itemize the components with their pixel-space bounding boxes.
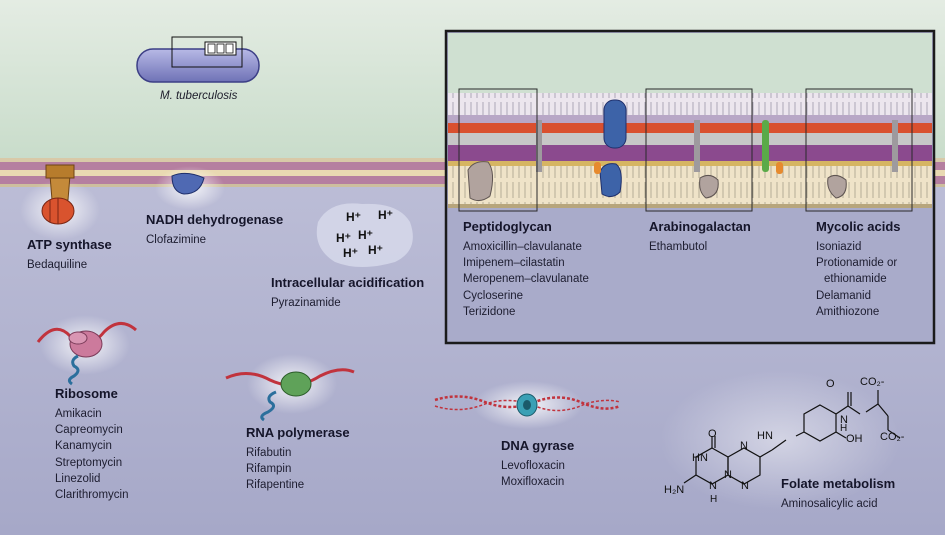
drug-item: Clofazimine: [146, 234, 207, 246]
drug-item: Rifapentine: [246, 479, 305, 492]
nadh-title: NADH dehydrogenase: [146, 212, 284, 227]
chem-co2-top: CO₂-: [860, 376, 885, 388]
drug-item: Terizidone: [463, 305, 516, 318]
chem-n-a: N: [740, 440, 748, 452]
acidification-drugs: Pyrazinamide: [271, 295, 341, 311]
chem-h-amide: H: [840, 423, 848, 434]
chem-n-ring-right: N: [724, 469, 732, 481]
drug-item: Clarithromycin: [55, 489, 129, 502]
folate-title: Folate metabolism: [781, 476, 896, 491]
chem-h2n: H₂N: [664, 484, 685, 496]
mycolic-drugs: Isoniazid Protionamide or ethionamide De…: [816, 239, 897, 320]
rnap-drugs: Rifabutin Rifampin Rifapentine: [246, 445, 304, 494]
gyrase-title: DNA gyrase: [501, 438, 575, 453]
h-ion: H⁺: [343, 246, 358, 260]
drug-item: Rifampin: [246, 463, 292, 476]
drug-item: Cycloserine: [463, 289, 524, 302]
folate-drugs: Aminosalicylic acid: [781, 496, 878, 512]
drug-item: Amikacin: [55, 408, 102, 420]
arabinogalactan-drugs: Ethambutol: [649, 239, 707, 255]
chem-hn-linker: HN: [757, 430, 773, 442]
mycolic-highlight: [805, 88, 913, 212]
arabinogalactan-title: Arabinogalactan: [649, 219, 751, 234]
ribosome-title: Ribosome: [55, 386, 118, 401]
atp-synthase-icon: [20, 164, 100, 240]
folate-glow: [660, 370, 900, 510]
h-ion: H⁺: [336, 231, 351, 245]
drug-item: Kanamycin: [55, 440, 112, 453]
drug-item: Ethambutol: [649, 241, 708, 253]
drug-item: Pyrazinamide: [271, 297, 341, 309]
rna-polymerase-icon: [225, 354, 355, 422]
folate-structure-icon: [683, 390, 901, 485]
atp-synthase-title: ATP synthase: [27, 237, 112, 252]
h-ion: H⁺: [346, 210, 361, 224]
drug-item: Linezolid: [55, 472, 101, 485]
gyrase-drugs: Levofloxacin Moxifloxacin: [501, 458, 565, 490]
chem-o-carbonyl: O: [826, 378, 835, 390]
chem-o-ring: O: [708, 428, 717, 440]
drug-item: Moxifloxacin: [501, 476, 565, 489]
cell-wall-panel: [444, 29, 936, 345]
chem-co2-bottom: CO₂-: [880, 431, 905, 443]
peptidoglycan-drugs: Amoxicillin–clavulanate Imipenem–cilasta…: [463, 239, 589, 320]
peptidoglycan-title: Peptidoglycan: [463, 219, 552, 234]
drug-item: Amoxicillin–clavulanate: [463, 241, 582, 253]
chem-n-d: HN: [692, 452, 708, 464]
drug-item: Isoniazid: [816, 241, 862, 253]
h-ion: H⁺: [358, 228, 373, 242]
drug-item: Levofloxacin: [501, 460, 565, 472]
chem-h-bottom: H: [710, 494, 718, 505]
chem-n-amide: N: [840, 414, 848, 426]
drug-item: Capreomycin: [55, 424, 123, 437]
rnap-title: RNA polymerase: [246, 425, 350, 440]
peptidoglycan-highlight: [458, 88, 538, 212]
wall-proteins: [467, 99, 898, 202]
drug-item: Protionamide or: [816, 257, 898, 270]
chem-n-c: N: [709, 480, 717, 492]
bacterium-label: M. tuberculosis: [160, 90, 238, 102]
nadh-dehydrogenase-icon: [155, 166, 225, 210]
drug-item: Amithiozone: [816, 305, 880, 318]
bacterium-rod-icon: [136, 36, 260, 83]
drug-item: Aminosalicylic acid: [781, 498, 878, 510]
h-ion: H⁺: [378, 208, 393, 222]
arabinogalactan-highlight: [645, 88, 753, 212]
ribosome-drugs: Amikacin Capreomycin Kanamycin Streptomy…: [55, 406, 129, 503]
ribosome-icon: [36, 315, 137, 386]
chem-oh: OH: [846, 433, 863, 445]
chem-n-b: N: [741, 480, 749, 492]
drug-item: ethionamide: [824, 273, 887, 286]
drug-item: Imipenem–cilastatin: [463, 257, 565, 270]
mycolic-title: Mycolic acids: [816, 219, 901, 234]
acidification-cloud: [316, 203, 413, 267]
drug-item: Delamanid: [816, 289, 871, 302]
drug-item: Meropenem–clavulanate: [463, 273, 589, 286]
drug-item: Streptomycin: [55, 456, 123, 469]
atp-synthase-drugs: Bedaquiline: [27, 257, 87, 273]
dna-gyrase-icon: [434, 381, 621, 429]
h-ion: H⁺: [368, 243, 383, 257]
drug-item: Bedaquiline: [27, 259, 88, 271]
nadh-drugs: Clofazimine: [146, 232, 206, 248]
drug-item: Rifabutin: [246, 447, 292, 459]
acidification-title: Intracellular acidification: [271, 275, 425, 290]
